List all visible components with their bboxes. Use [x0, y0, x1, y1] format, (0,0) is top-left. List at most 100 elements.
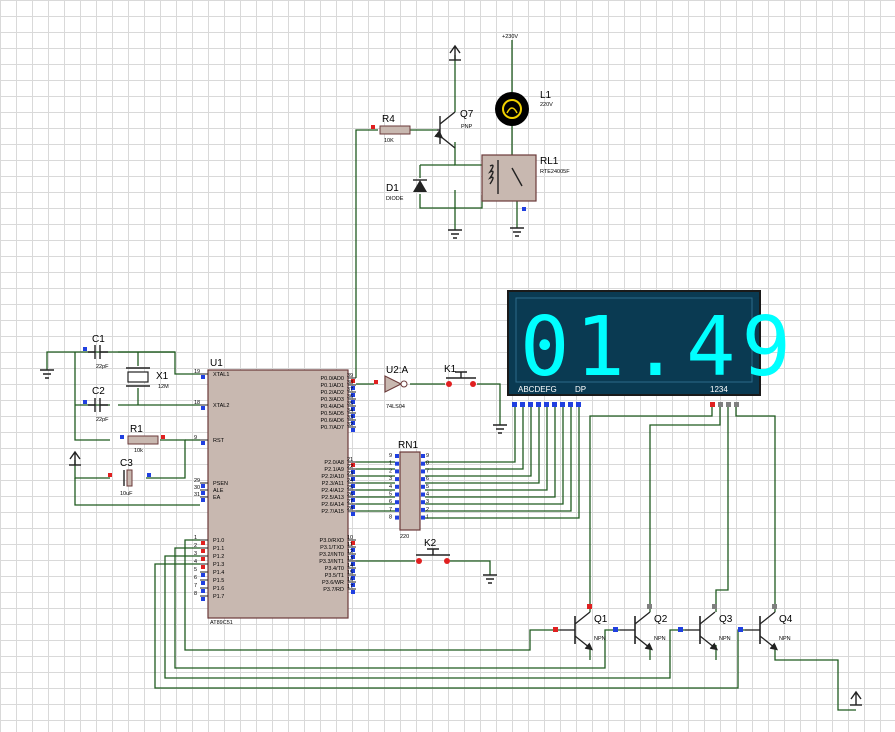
transistor-type: NPN	[654, 636, 666, 642]
pushbutton-k2[interactable]: K2	[416, 538, 450, 564]
pin-state-marker	[201, 597, 205, 601]
pin-state-marker	[201, 581, 205, 585]
pushbutton-k1[interactable]: K1	[444, 364, 476, 387]
vcc-q7-symbol	[449, 44, 461, 61]
wires	[46, 40, 856, 711]
r1-ref: R1	[130, 424, 143, 435]
pin-state-marker	[201, 549, 205, 553]
mcu-pin-number: 4	[194, 559, 197, 565]
diode-d1[interactable]: D1 DIODE	[386, 179, 427, 202]
mcu-pin-name: P3.4/T0	[325, 566, 344, 572]
pin-state-marker	[351, 484, 355, 488]
display-segment-pin	[560, 402, 565, 407]
mcu-pin-name: P3.5/T1	[325, 573, 344, 579]
mcu-pin-name: P3.3/INT1	[319, 559, 344, 565]
mcu-pin-number: 15	[347, 570, 353, 576]
capacitor-c3[interactable]: C3 10uF	[108, 458, 151, 497]
pin-state-marker	[395, 484, 399, 489]
pin-state-marker	[587, 604, 592, 609]
x1-ref: X1	[156, 371, 169, 382]
pin-state-marker	[351, 407, 355, 411]
mcu-pin-name: EA	[213, 495, 221, 501]
rn1-pin-number: 1	[426, 515, 429, 521]
mcu-pin-number: 3	[194, 551, 197, 557]
display-seg-label: ABCDEFG	[518, 385, 557, 394]
capacitor-c1[interactable]: C1 22pF	[83, 334, 109, 370]
rn1-pin-number: 4	[426, 492, 429, 498]
display-pins	[512, 402, 739, 407]
mcu-pin-number: 14	[347, 563, 353, 569]
ground-k2	[483, 574, 497, 584]
relay-rl1[interactable]: RL1 RTE24005F	[481, 154, 570, 211]
rn1-pin-number: 3	[426, 499, 429, 505]
pin-state-marker	[201, 406, 205, 410]
pin-state-marker	[351, 548, 355, 552]
mcu-pin-name: P3.7/RD	[323, 587, 344, 593]
mcu-pin-name: ALE	[213, 488, 224, 494]
mcu-pin-name: P1.5	[213, 578, 224, 584]
x1-value: 12M	[158, 384, 169, 390]
mcu-pin-name: P0.6/AD6	[320, 418, 344, 424]
pin-state-marker	[395, 507, 399, 512]
mcu-pin-number: 35	[347, 401, 353, 407]
transistor-type: NPN	[594, 636, 606, 642]
transistor-ref: Q3	[719, 614, 733, 625]
crystal-x1[interactable]: X1 12M	[126, 367, 169, 390]
pin-state-marker	[395, 492, 399, 497]
mcu-pin-name: P1.6	[213, 586, 224, 592]
mcu-pin-number: 24	[347, 478, 353, 484]
rn1-pin-number: 9	[426, 453, 429, 459]
pin-state-marker	[201, 484, 205, 488]
pin-state-marker	[201, 491, 205, 495]
mcu-pin-number: 36	[347, 394, 353, 400]
transistor-emitter	[699, 635, 719, 651]
pin-state-marker	[395, 500, 399, 505]
pin-state-marker	[351, 421, 355, 425]
mcu-pin-number: 26	[347, 492, 353, 498]
transistor-ref: Q1	[594, 614, 608, 625]
capacitor-c2[interactable]: C2 22pF	[83, 386, 109, 423]
mcu-pin-number: 38	[347, 380, 353, 386]
mcu-pin-name: P0.7/AD7	[320, 425, 344, 431]
pin-state-marker	[395, 454, 399, 458]
q7-ref: Q7	[460, 109, 474, 120]
pin-state-marker	[201, 441, 205, 445]
lamp-l1[interactable]: L1 220V	[495, 90, 553, 126]
pin-state-marker	[201, 375, 205, 379]
pin-state-marker	[351, 569, 355, 573]
resistor-r4[interactable]: R4 10K	[371, 114, 411, 144]
pin-state-marker	[201, 557, 205, 561]
pin-state-marker	[201, 573, 205, 577]
r1-value: 10k	[134, 448, 143, 454]
mcu-pin-name: P3.6/WR	[322, 580, 344, 586]
mcu-pin-number: 37	[347, 387, 353, 393]
rn1-pin-number: 5	[426, 484, 429, 490]
mcu-pin-number: 16	[347, 577, 353, 583]
pin-state-marker	[351, 590, 355, 594]
mcu-pin-name: P2.0/A8	[324, 460, 344, 466]
pin-state-marker	[421, 500, 425, 505]
seven-segment-display[interactable]: 01.49 ABCDEFG DP 1234	[507, 290, 797, 407]
mcu-pin-number: 30	[194, 485, 200, 491]
pin-state-marker	[421, 469, 425, 474]
inverter-u2a[interactable]: U2:A 74LS04	[374, 365, 409, 410]
mcu-pin-name: PSEN	[213, 481, 228, 487]
c3-value: 10uF	[120, 491, 133, 497]
pin-state-marker	[351, 477, 355, 481]
pin-state-marker	[678, 627, 683, 632]
transistor-q7[interactable]: Q7 PNP	[434, 109, 474, 149]
mcu-pin-number: 6	[194, 575, 197, 581]
mcu-pin-name: P1.0	[213, 538, 224, 544]
resistor-r1[interactable]: R1 10k	[120, 424, 165, 454]
